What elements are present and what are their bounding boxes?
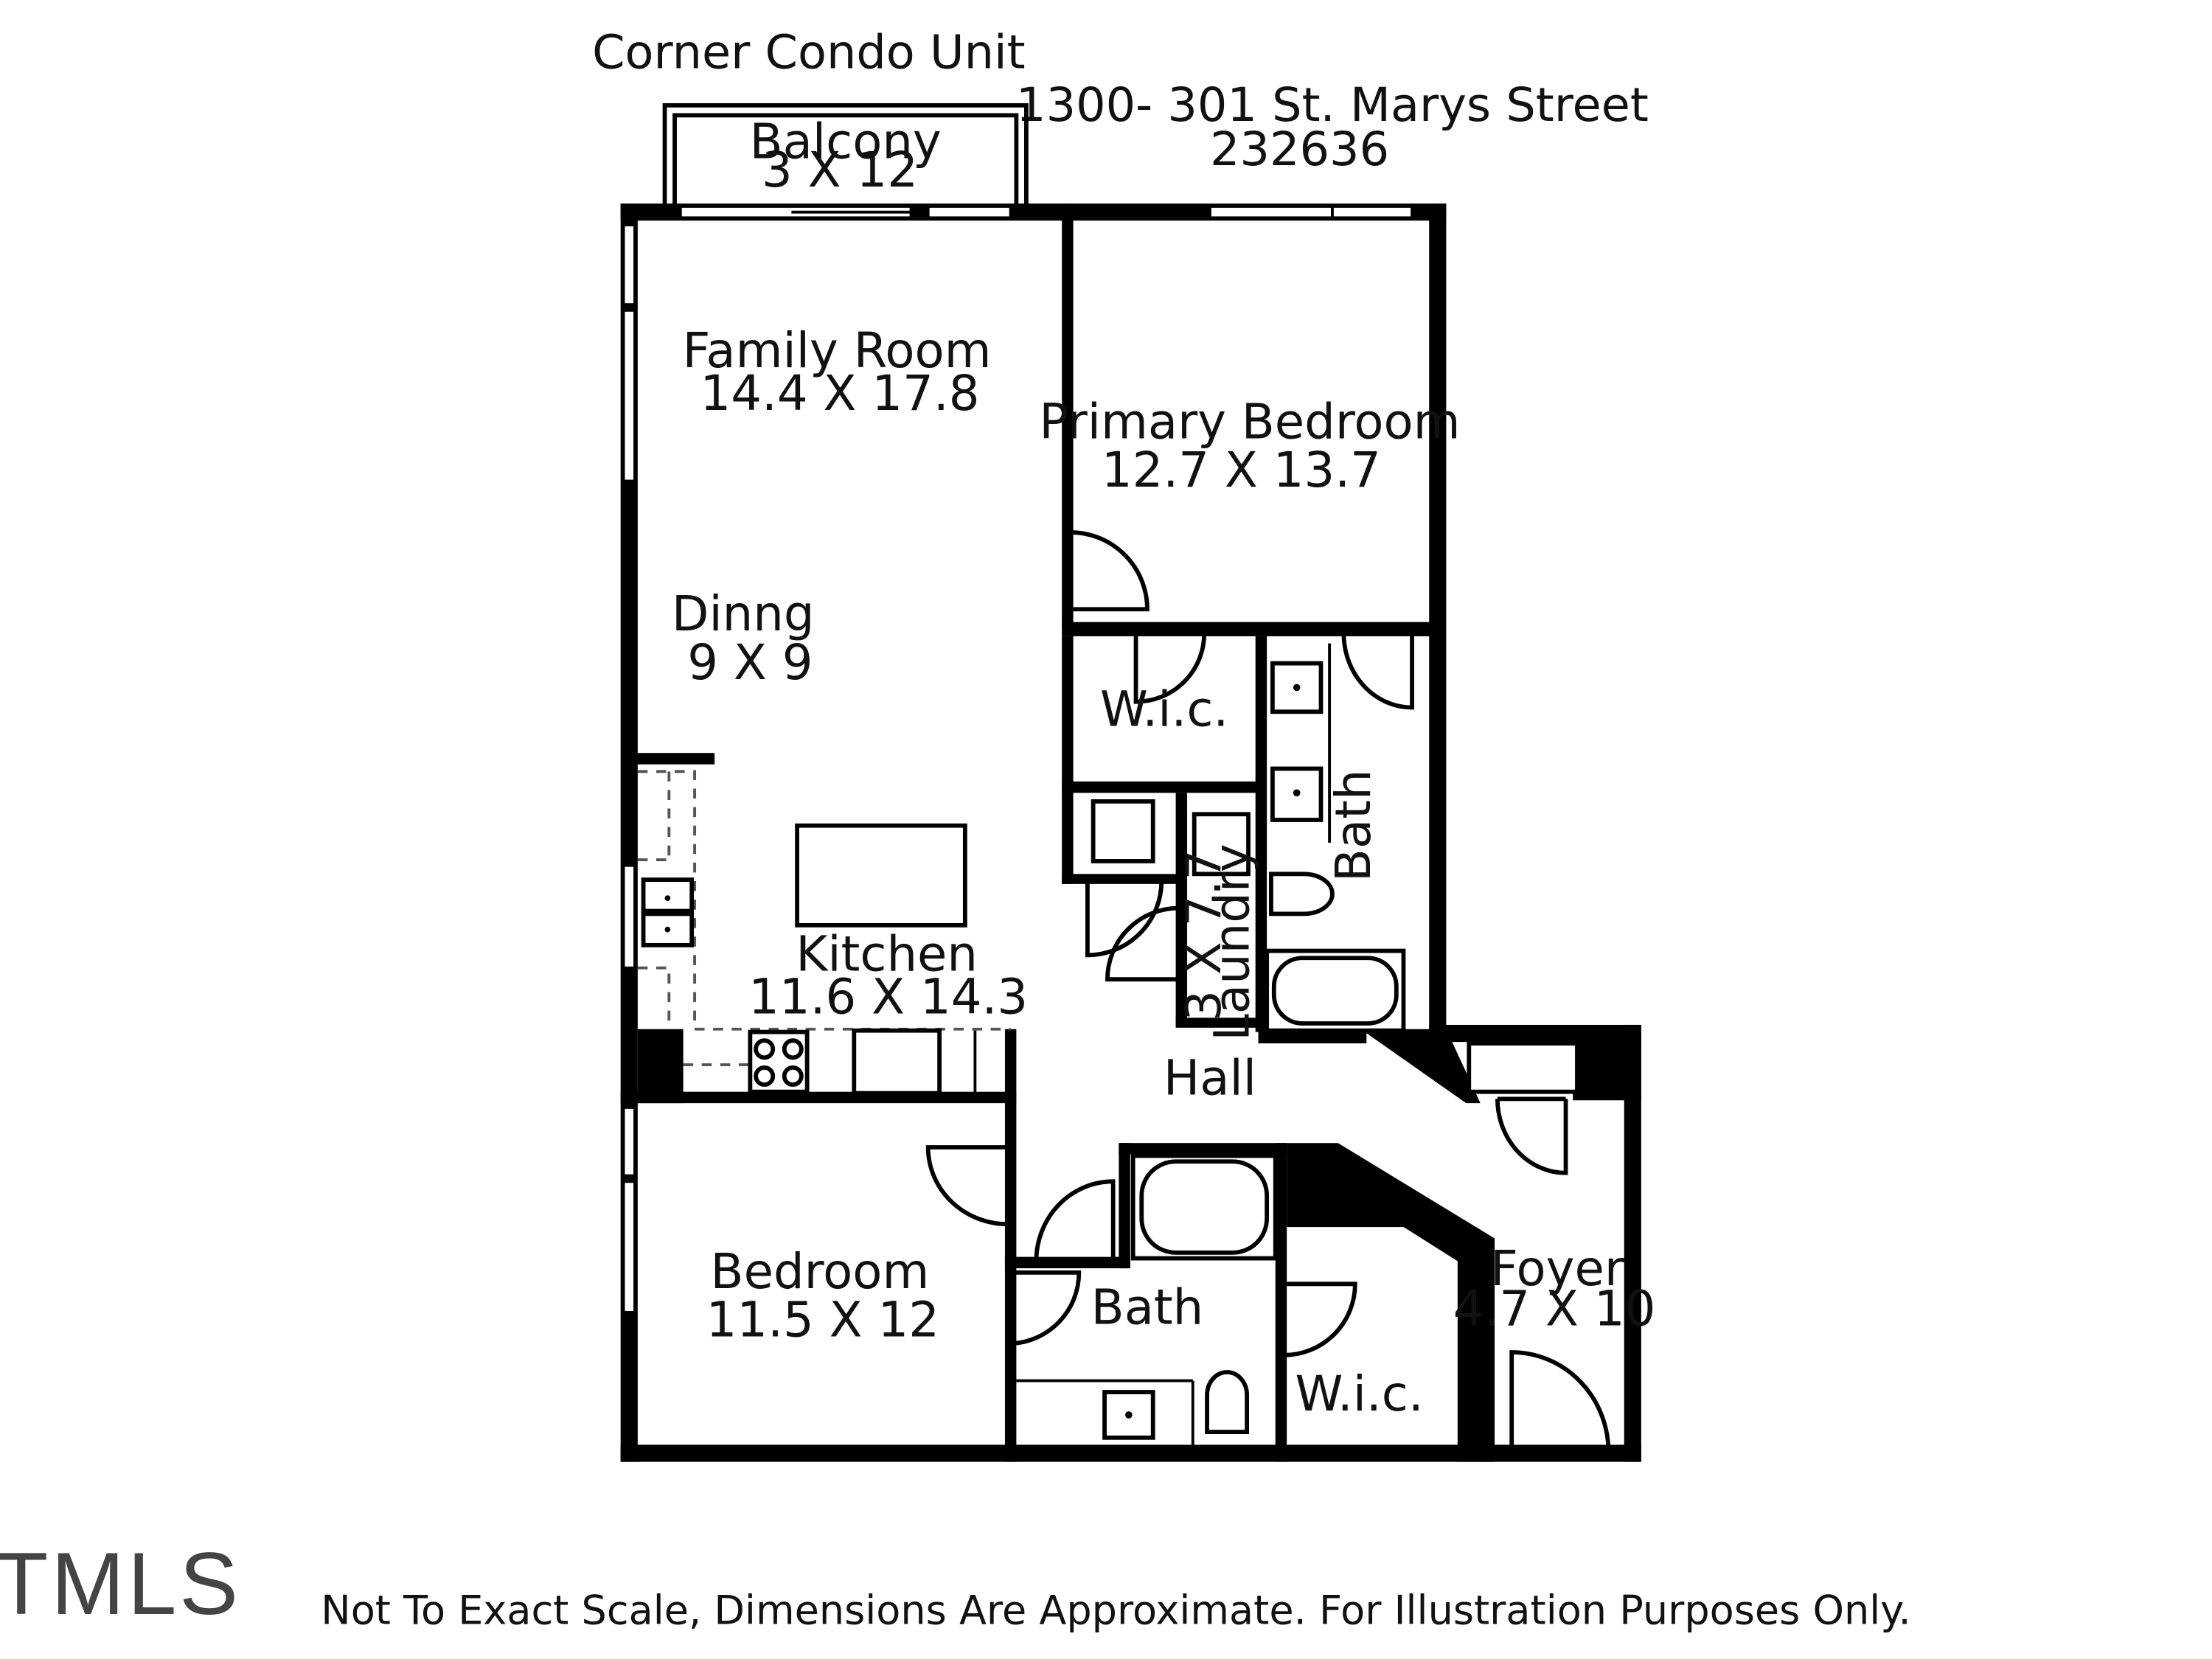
primary-bedroom-dims: 12.7 X 13.7	[1102, 442, 1381, 498]
windows	[622, 204, 1413, 1314]
kitchen-dims: 11.6 X 14.3	[748, 970, 1028, 1026]
bedroom-dims: 11.5 X 12	[706, 1293, 939, 1349]
balcony-name: Balcony	[750, 114, 942, 170]
room-labels: Balcony 3 X 12 Family Room 14.4 X 17.8 P…	[672, 114, 1655, 1422]
dining-dims: 9 X 9	[687, 635, 813, 691]
primary-wic-name: W.i.c.	[1100, 682, 1228, 738]
listing-id-text: 232636	[1210, 122, 1389, 177]
foyer-dims: 4.7 X 10	[1453, 1281, 1656, 1337]
bedroom-name: Bedroom	[711, 1244, 930, 1300]
primary-bath-name: Bath	[1326, 769, 1382, 882]
doors	[925, 530, 1611, 1455]
plan-title: Corner Condo Unit	[592, 26, 1026, 80]
primary-bedroom-name: Primary Bedroom	[1039, 394, 1460, 451]
second-bath-name: Bath	[1091, 1279, 1204, 1335]
family-room-dims: 14.4 X 17.8	[700, 366, 980, 422]
family-room-name: Family Room	[683, 323, 992, 379]
fixtures	[637, 643, 1579, 1445]
watermark-logo: TMLS	[0, 1535, 241, 1633]
balcony-dims: 3 X 12	[762, 142, 918, 198]
address-text: 1300- 301 St. Marys Street	[1016, 78, 1649, 133]
foyer-name: Foyer	[1490, 1241, 1624, 1297]
dining-name: Dinng	[672, 586, 815, 642]
laundry-name: Laundry	[1205, 844, 1261, 1040]
kitchen-name: Kitchen	[796, 927, 978, 983]
hall-name: Hall	[1164, 1051, 1256, 1107]
laundry-dims: 3 X 7.7	[1176, 849, 1232, 1021]
second-wic-name: W.i.c.	[1295, 1366, 1423, 1422]
kitchen-island	[795, 823, 967, 928]
disclaimer-text: Not To Exact Scale, Dimensions Are Appro…	[321, 1587, 1910, 1634]
